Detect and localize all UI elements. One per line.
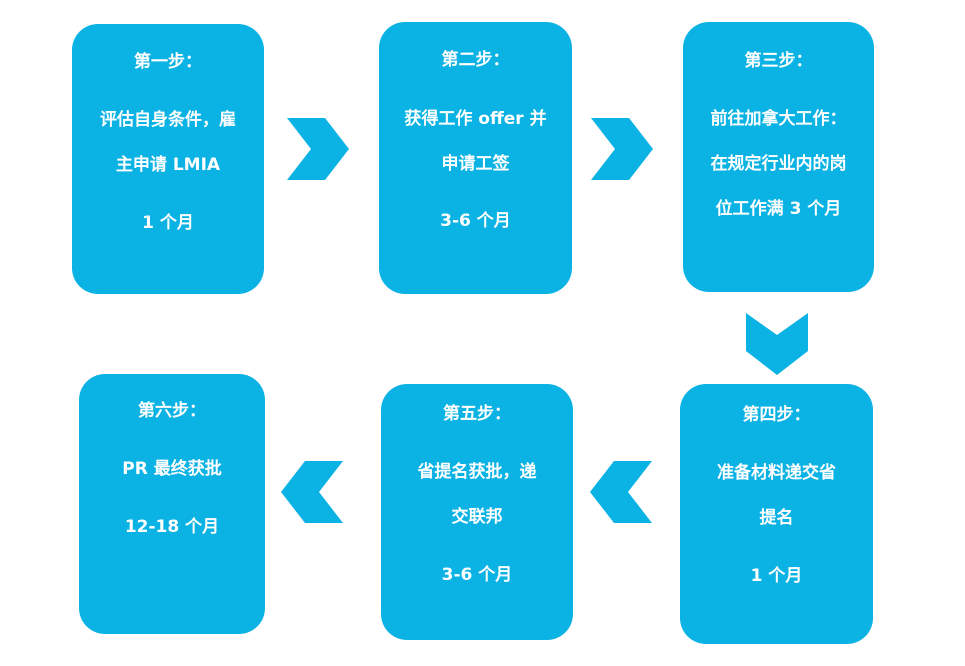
chevron-left-icon xyxy=(281,461,343,523)
step-6-desc-line-1: PR 最终获批 xyxy=(122,459,222,479)
step-4-duration: 1 个月 xyxy=(750,566,803,586)
step-5-box: 第五步： 省提名获批，递 交联邦 3-6 个月 xyxy=(381,384,573,640)
step-3-desc-line-1: 前往加拿大工作： xyxy=(710,109,847,129)
step-5-heading: 第五步： xyxy=(443,404,511,424)
step-2-heading: 第二步： xyxy=(441,50,510,70)
step-4-desc-line-2: 提名 xyxy=(759,508,794,528)
step-3-desc-line-2: 在规定行业内的岗 xyxy=(710,154,847,174)
step-1-heading: 第一步： xyxy=(134,52,202,72)
step-1-desc-line-2: 主申请 LMIA xyxy=(115,155,221,175)
step-5-desc-line-2: 交联邦 xyxy=(451,507,503,527)
chevron-right-icon xyxy=(591,118,653,180)
chevron-left-icon xyxy=(590,461,652,523)
step-6-heading: 第六步： xyxy=(138,401,206,421)
step-2-desc-line-1: 获得工作 offer 并 xyxy=(404,109,547,129)
step-4-heading: 第四步： xyxy=(742,405,811,425)
step-5-duration: 3-6 个月 xyxy=(441,565,513,585)
step-5-desc-line-1: 省提名获批，递 xyxy=(417,462,537,482)
step-3-box: 第三步： 前往加拿大工作： 在规定行业内的岗 位工作满 3 个月 xyxy=(683,22,874,292)
chevron-right-icon xyxy=(287,118,349,180)
step-3-heading: 第三步： xyxy=(744,51,813,71)
step-4-box: 第四步： 准备材料递交省 提名 1 个月 xyxy=(680,384,873,644)
step-2-desc-line-2: 申请工签 xyxy=(441,154,510,174)
step-6-duration: 12-18 个月 xyxy=(124,517,220,537)
step-1-desc-line-1: 评估自身条件，雇 xyxy=(100,110,236,130)
step-1-box: 第一步： 评估自身条件，雇 主申请 LMIA 1 个月 xyxy=(72,24,264,294)
step-2-duration: 3-6 个月 xyxy=(440,211,511,231)
step-2-box: 第二步： 获得工作 offer 并 申请工签 3-6 个月 xyxy=(379,22,572,294)
step-6-box: 第六步： PR 最终获批 12-18 个月 xyxy=(79,374,265,634)
step-1-duration: 1 个月 xyxy=(142,213,194,233)
step-4-desc-line-1: 准备材料递交省 xyxy=(717,463,836,483)
step-3-desc-line-3: 位工作满 3 个月 xyxy=(715,199,842,219)
chevron-down-icon xyxy=(746,313,808,375)
